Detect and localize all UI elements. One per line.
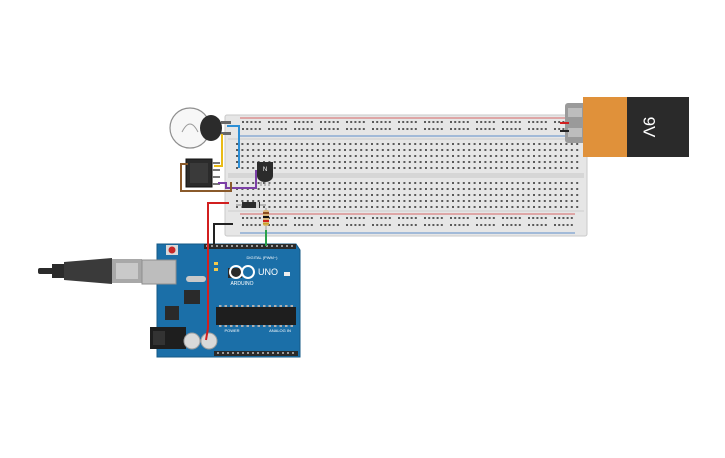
- microcontroller-chip: [216, 307, 296, 325]
- arduino-uno[interactable]: ARDUINO UNO DIGITAL (PWM~) POWER ANALOG …: [141, 243, 301, 358]
- usb-port: [141, 259, 177, 285]
- breadboard-holes[interactable]: [236, 121, 579, 226]
- transistor[interactable]: N: [257, 162, 273, 186]
- usb-cable[interactable]: [38, 258, 142, 284]
- wire-blue[interactable]: [227, 125, 240, 168]
- wire-purple[interactable]: [218, 170, 257, 189]
- arduino-brand: ARDUINO: [230, 281, 253, 287]
- digital-header[interactable]: [204, 244, 296, 249]
- arduino-model: UNO: [258, 267, 278, 277]
- resistor[interactable]: [263, 208, 269, 232]
- reset-button[interactable]: [168, 246, 176, 254]
- digital-header-label: DIGITAL (PWM~): [247, 255, 279, 260]
- svg-text:N: N: [263, 167, 267, 173]
- battery-body-orange: [583, 97, 627, 157]
- light-bulb[interactable]: [169, 107, 231, 149]
- battery-9v[interactable]: 9V: [565, 97, 689, 157]
- power-analog-header[interactable]: [214, 351, 298, 356]
- diode[interactable]: [236, 202, 266, 208]
- analog-header-label: ANALOG IN: [269, 328, 291, 333]
- arduino-logo: [229, 265, 255, 279]
- wire-brown[interactable]: [180, 163, 232, 192]
- wire-yellow[interactable]: [214, 134, 223, 167]
- battery-body-black: [627, 97, 689, 157]
- wire-black[interactable]: [213, 223, 233, 244]
- wires: [180, 122, 569, 341]
- power-header-label: POWER: [224, 328, 239, 333]
- relay[interactable]: [185, 158, 220, 188]
- battery-voltage-label: 9V: [640, 117, 659, 138]
- breadboard[interactable]: [224, 114, 588, 237]
- wire-red[interactable]: [205, 202, 229, 341]
